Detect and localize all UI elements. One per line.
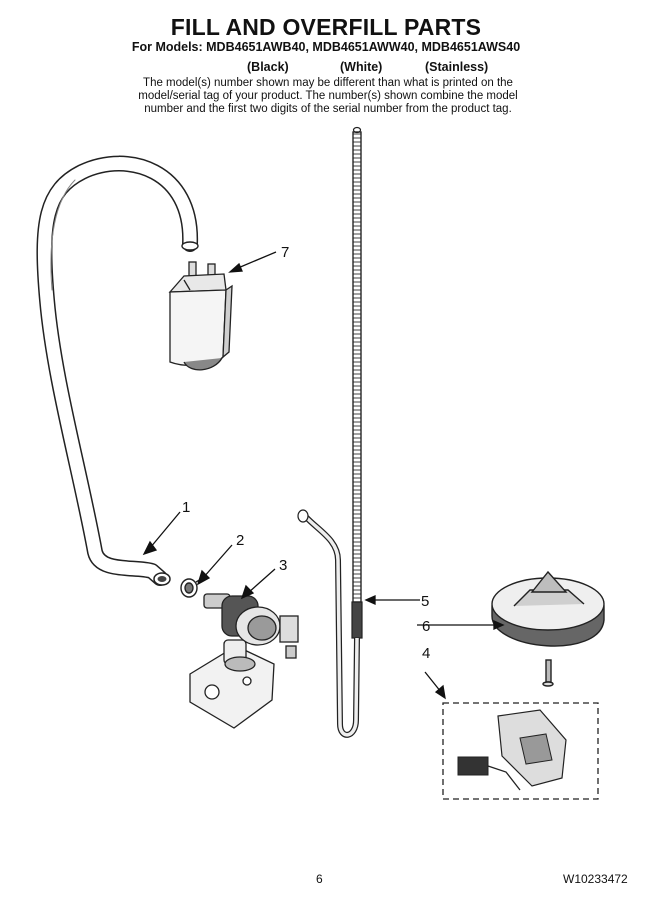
callout-2: 2	[236, 532, 244, 549]
callout-4: 4	[422, 645, 430, 662]
models-line: For Models: MDB4651AWB40, MDB4651AWW40, …	[131, 40, 521, 54]
callout-6: 6	[422, 618, 430, 635]
float	[491, 570, 605, 687]
water-valve	[189, 593, 299, 729]
vent-assembly	[168, 261, 233, 371]
page-title: FILL AND OVERFILL PARTS	[170, 14, 482, 40]
variant-stainless: (Stainless)	[425, 60, 489, 74]
fill-hose	[36, 155, 199, 586]
variant-white: (White)	[340, 60, 383, 74]
callout-3: 3	[279, 557, 287, 574]
overfill-tube	[297, 126, 363, 738]
document-number: W10233472	[563, 872, 628, 886]
callout-1: 1	[182, 499, 190, 516]
model-note: The model(s) number shown may be differe…	[138, 77, 518, 115]
callout-5: 5	[421, 593, 429, 610]
callout-7: 7	[281, 244, 289, 261]
leader-lines	[142, 251, 505, 700]
float-switch-box	[442, 702, 599, 800]
page-number: 6	[316, 872, 323, 886]
variant-black: (Black)	[247, 60, 289, 74]
